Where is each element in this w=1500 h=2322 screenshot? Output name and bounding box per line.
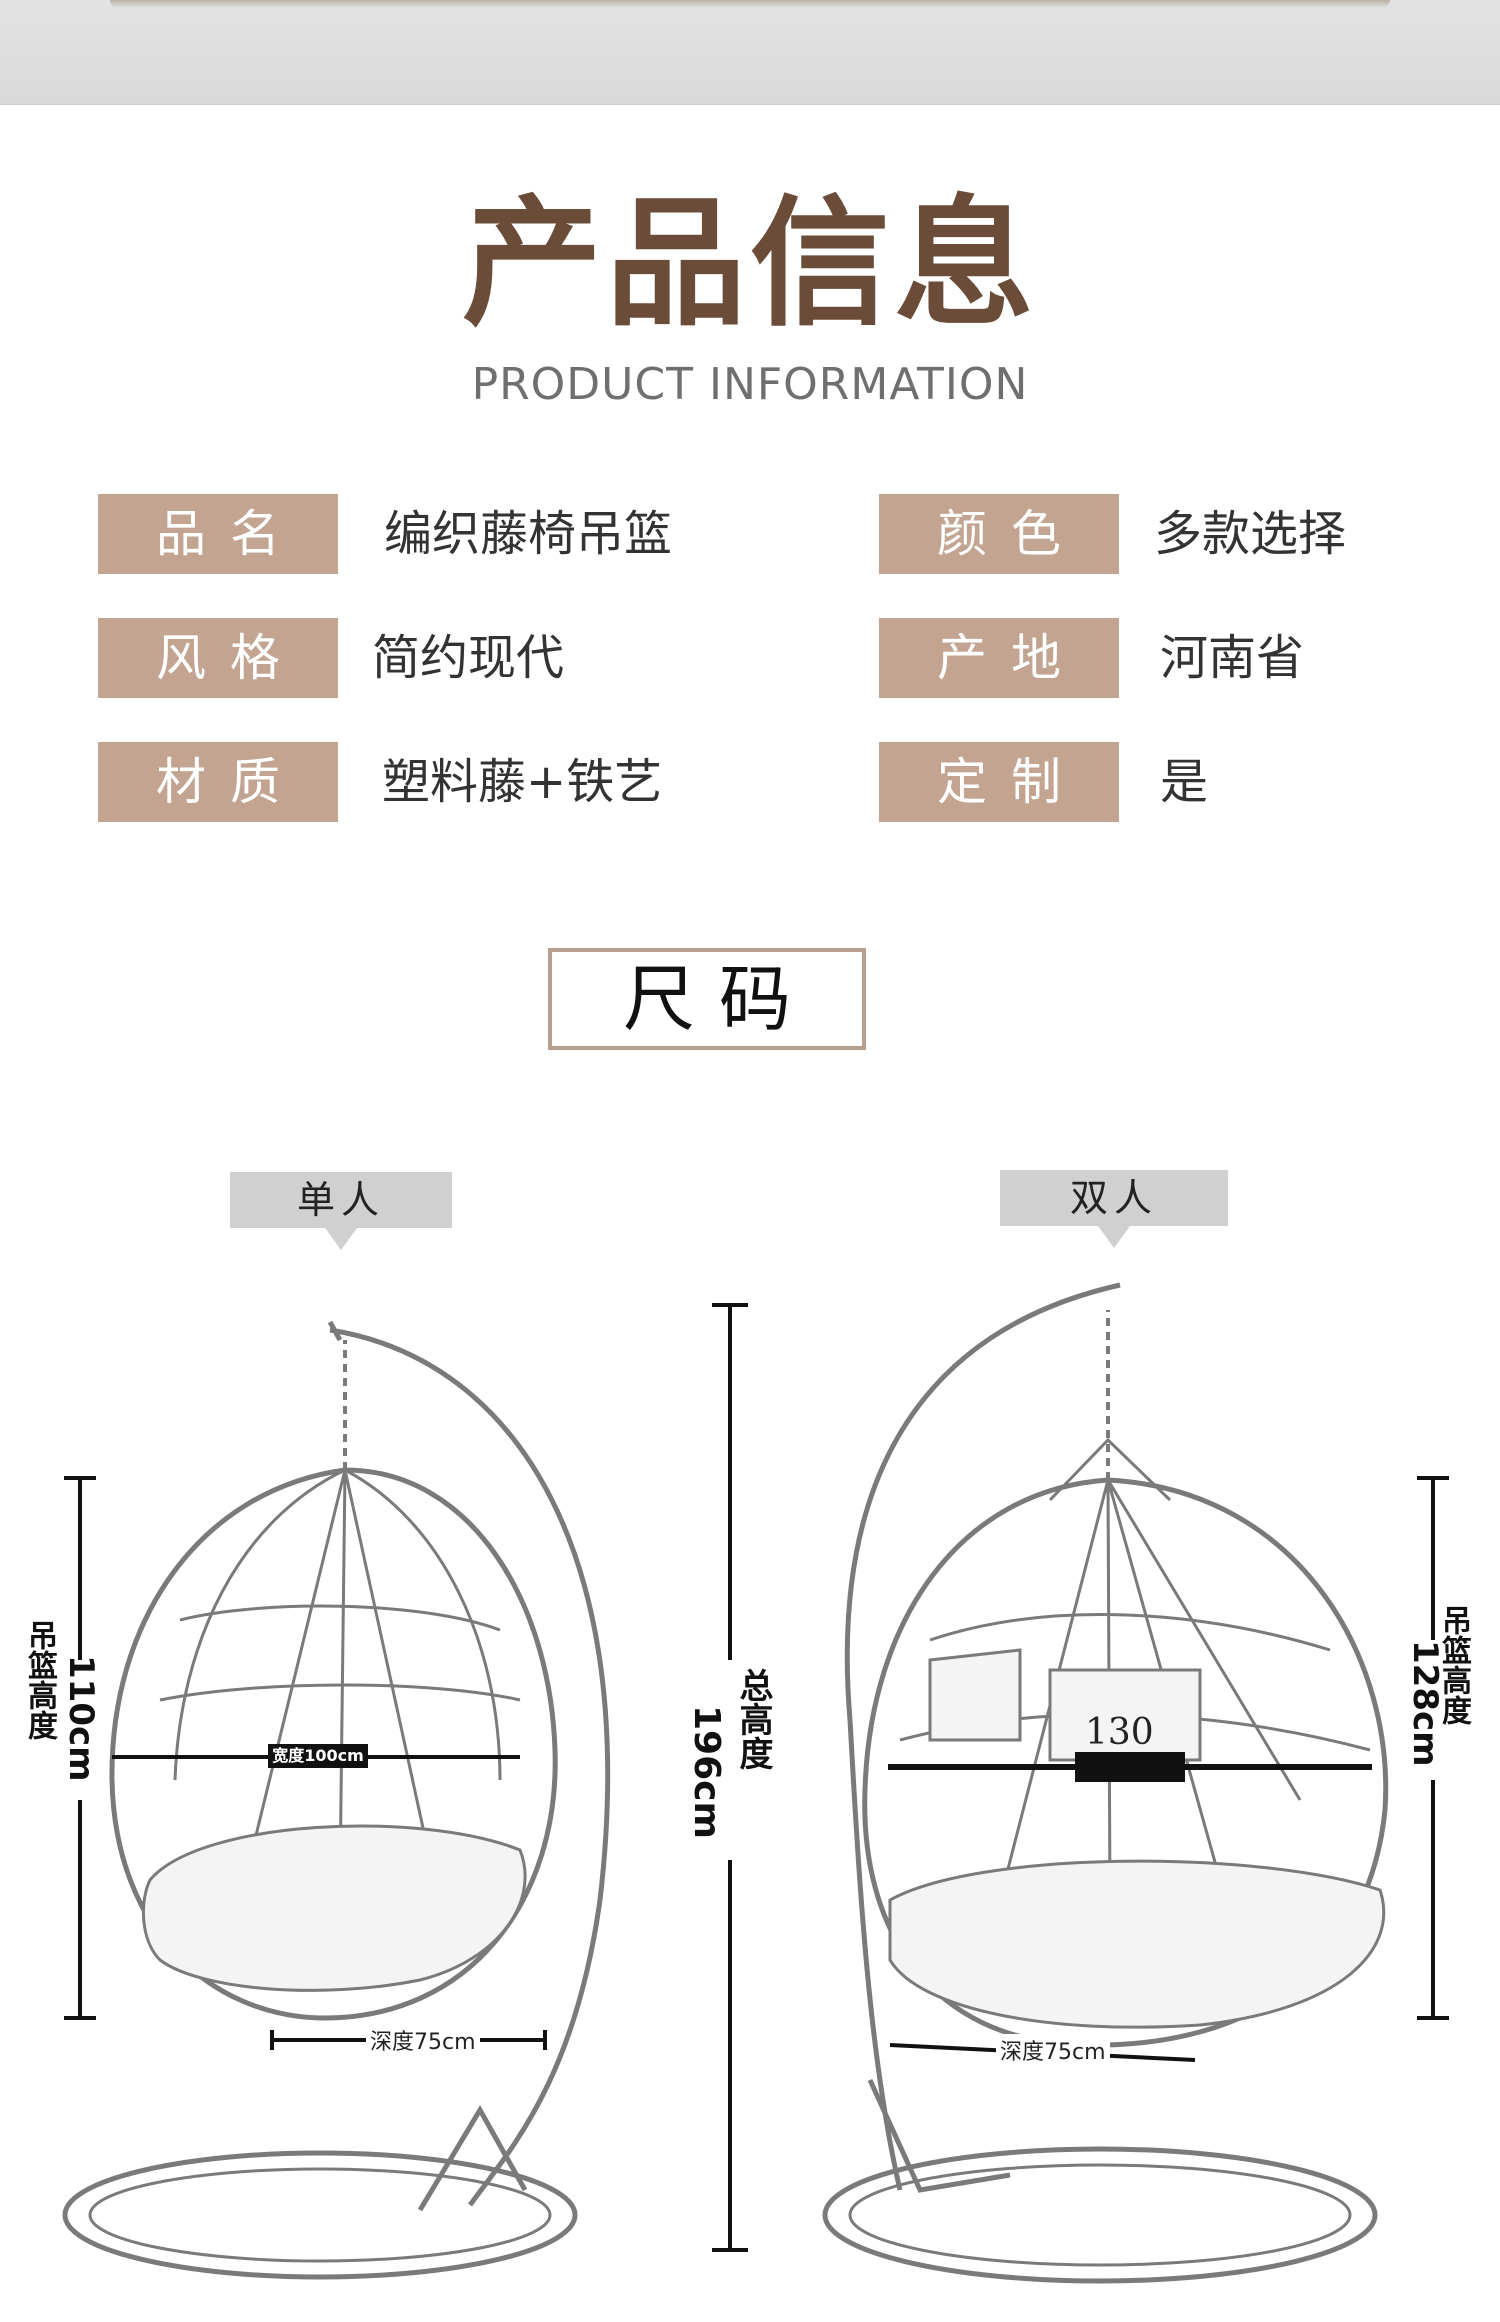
single-basket: [109, 1467, 558, 2021]
single-depth-label: 深度75cm: [366, 2024, 480, 2056]
single-height-value: 110cm: [61, 1655, 101, 1782]
spec-label-style: 风格: [98, 618, 338, 698]
single-base: [62, 2150, 578, 2280]
spec-value-material: 塑料藤+铁艺: [382, 754, 663, 810]
size-section-title: 尺码: [548, 948, 866, 1050]
double-tag-arrow: [1098, 1226, 1130, 1248]
banner-shadow: [110, 0, 1390, 8]
single-tag-label: 单人: [296, 1178, 385, 1222]
spec-label-origin: 产地: [879, 618, 1119, 698]
hanging-chair-illustration: [62, 1282, 1449, 2284]
double-depth-label: 深度75cm: [996, 2034, 1110, 2066]
spec-value-custom: 是: [1160, 754, 1209, 810]
single-tag: 单人: [230, 1172, 452, 1250]
single-cushion: [141, 1824, 527, 1992]
single-stand-top: [327, 1320, 343, 1342]
double-base: [822, 2146, 1378, 2284]
spec-label-color: 颜色: [879, 494, 1119, 574]
single-tag-arrow: [325, 1228, 357, 1250]
single-width-label: 宽度100cm: [272, 1746, 364, 1765]
double-cushion: [888, 1859, 1386, 2029]
top-banner: [0, 0, 1500, 105]
spec-label-name: 品名: [98, 494, 338, 574]
spec-value-color: 多款选择: [1154, 506, 1347, 562]
double-width-marker: [1075, 1752, 1185, 1782]
single-stand-arc: [329, 1327, 611, 2207]
page-title: 产品信息: [461, 183, 1038, 346]
single-height-label: 吊篮高度: [22, 1620, 57, 1740]
double-width-value: 130: [1085, 1712, 1154, 1753]
spec-value-style: 简约现代: [372, 630, 565, 686]
page-subtitle: PRODUCT INFORMATION: [471, 359, 1029, 410]
spec-value-origin: 河南省: [1160, 630, 1305, 686]
single-width-marker: [268, 1744, 368, 1768]
double-stand-arc: [844, 1282, 1121, 2191]
spec-label-material: 材质: [98, 742, 338, 822]
spec-value-name: 编织藤椅吊篮: [384, 506, 673, 562]
double-tag-label: 双人: [1069, 1176, 1158, 1220]
double-tag: 双人: [1000, 1170, 1228, 1248]
double-height-label: 吊篮高度: [1436, 1605, 1471, 1725]
total-height-label: 总高度: [733, 1668, 773, 1770]
spec-label-custom: 定制: [879, 742, 1119, 822]
double-height-value: 128cm: [1405, 1640, 1445, 1767]
total-height-value: 196cm: [686, 1705, 727, 1839]
